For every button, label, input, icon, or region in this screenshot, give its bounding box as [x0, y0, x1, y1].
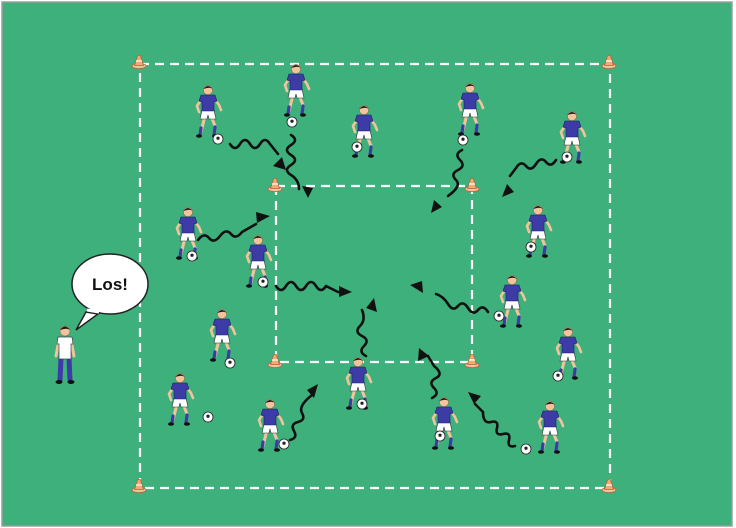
ball-icon [279, 439, 289, 449]
ball-icon [187, 251, 197, 261]
ball-icon [553, 371, 563, 381]
ball-icon [352, 142, 362, 152]
ball-icon [357, 399, 367, 409]
ball-icon [287, 117, 297, 127]
ball-icon [213, 134, 223, 144]
ball-icon [458, 135, 468, 145]
ball-icon [258, 277, 268, 287]
ball-icon [526, 242, 536, 252]
ball-icon [494, 311, 504, 321]
speech-text: Los! [92, 275, 128, 294]
ball-icon [225, 358, 235, 368]
ball-icon [203, 412, 213, 422]
ball-icon [435, 431, 445, 441]
ball-icon [521, 444, 531, 454]
ball-icon [562, 152, 572, 162]
